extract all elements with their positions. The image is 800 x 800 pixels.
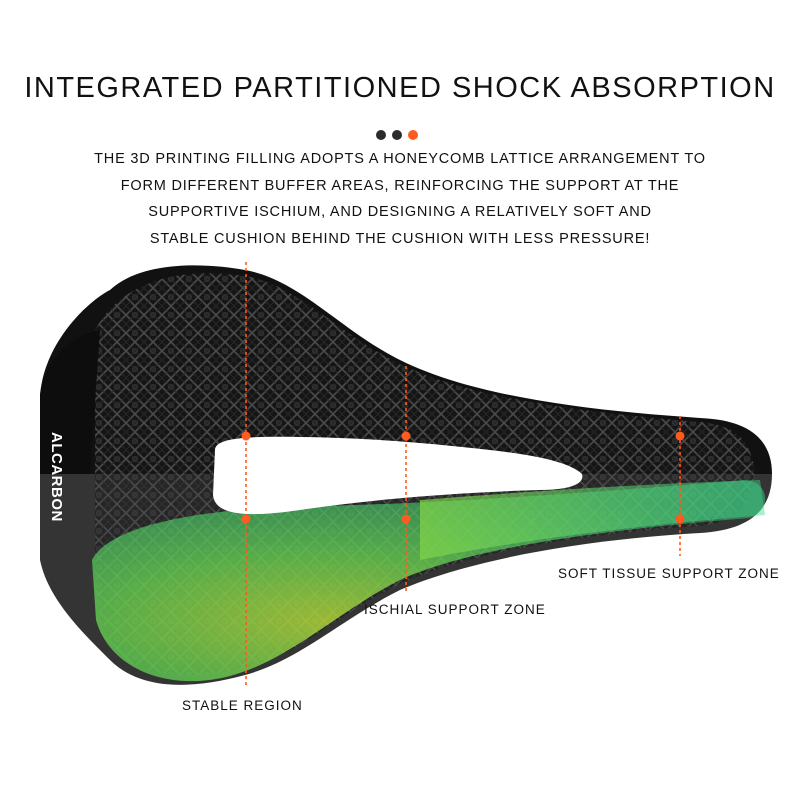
description-line: STABLE CUSHION BEHIND THE CUSHION WITH L… xyxy=(149,230,651,247)
indicator-dot xyxy=(392,130,402,140)
relief-channel xyxy=(213,436,583,515)
page-title: INTEGRATED PARTITIONED SHOCK ABSORPTION xyxy=(24,72,776,104)
description-line: FORM DIFFERENT BUFFER AREAS, REINFORCING… xyxy=(120,177,680,194)
guide-markers xyxy=(241,431,685,524)
saddle-shell-upper xyxy=(40,265,772,474)
brand-logo: ALCARBON xyxy=(48,432,65,522)
zone-label-ischial: ISCHIAL SUPPORT ZONE xyxy=(364,602,546,617)
description-line: THE 3D PRINTING FILLING ADOPTS A HONEYCO… xyxy=(94,151,706,167)
guide-lines xyxy=(245,262,681,688)
indicator-dot-active xyxy=(408,130,418,140)
zone-label-soft-tissue: SOFT TISSUE SUPPORT ZONE xyxy=(558,566,780,581)
description-line: SUPPORTIVE ISCHIUM, AND DESIGNING A RELA… xyxy=(148,204,652,220)
description: THE 3D PRINTING FILLING ADOPTS A HONEYCO… xyxy=(0,146,800,252)
zone-label-stable: STABLE REGION xyxy=(182,698,303,713)
slide-indicator xyxy=(376,130,418,142)
saddle-shell-lower xyxy=(40,474,772,685)
indicator-dot xyxy=(376,130,386,140)
